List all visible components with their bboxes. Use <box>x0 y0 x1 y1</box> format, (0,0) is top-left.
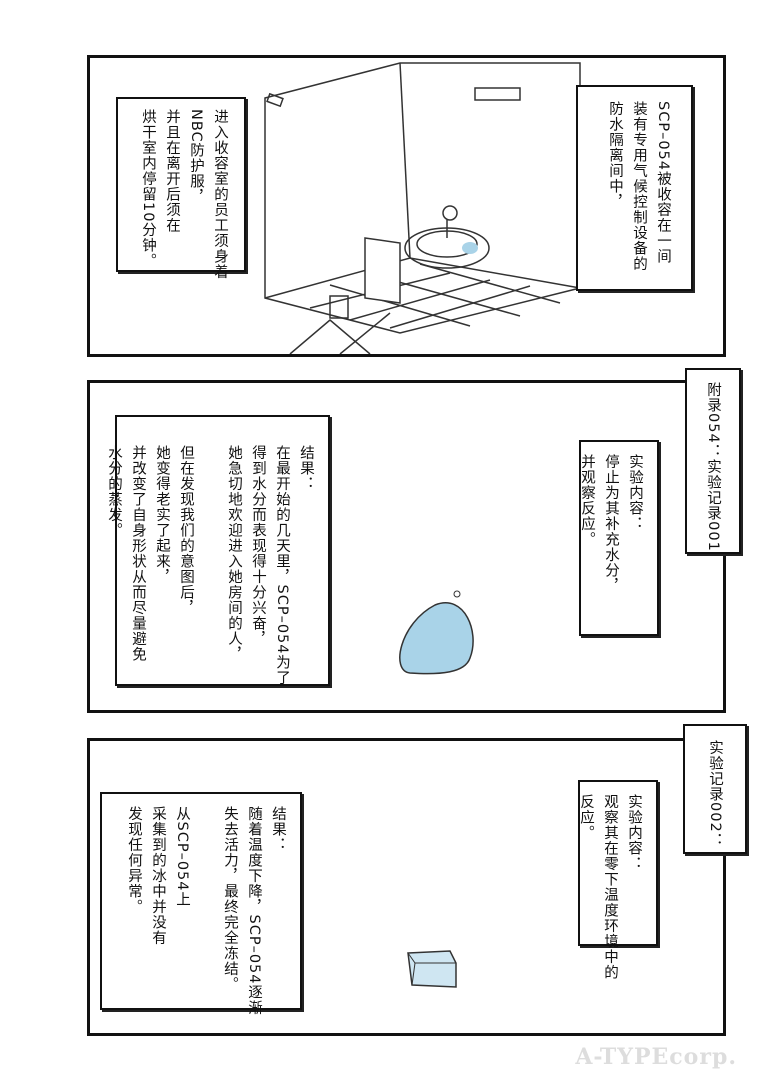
caption-containment-text: SCP–054被收容在一间 装有专用气候控制设备的 防水隔离间中， <box>607 101 671 272</box>
scp054-blob-illustration <box>399 590 474 675</box>
caption-nbc-text: 进入收容室的员工须身着 NBC防护服， 并且在离开后须在 烘干室内停留10分钟。 <box>140 109 228 280</box>
watermark-logo: A-TYPEcorp. <box>575 1044 737 1070</box>
appendix-title-text: 附录054：实验记录001 <box>705 382 721 552</box>
caption-containment: SCP–054被收容在一间 装有专用气候控制设备的 防水隔离间中， <box>576 85 693 291</box>
caption-nbc-protocol: 进入收容室的员工须身着 NBC防护服， 并且在离开后须在 烘干室内停留10分钟。 <box>116 97 246 280</box>
result-001: 结果： 在最开始的几天里，SCP–054为了 得到水分而表现得十分兴奋， 她急切… <box>106 415 330 686</box>
result-002: 结果： 随着温度下降，SCP–054逐渐 失去活力，最终完全冻结。 从SCP–0… <box>100 792 302 1016</box>
result-002-text: 结果： 随着温度下降，SCP–054逐渐 失去活力，最终完全冻结。 从SCP–0… <box>126 806 286 1016</box>
experiment-title-002: 实验记录002： <box>683 724 747 854</box>
frozen-ice-cube-illustration <box>407 950 457 988</box>
containment-room-illustration <box>264 62 581 354</box>
experiment-content-001-text: 实验内容： 停止为其补充水分， 并观察反应。 <box>579 454 643 594</box>
appendix-title-001: 附录054：实验记录001 <box>685 368 741 554</box>
experiment-title-002-text: 实验记录002： <box>707 740 723 849</box>
experiment-content-002-text: 实验内容： 观察其在零下温度环境中的 反应。 <box>578 794 642 980</box>
experiment-content-001: 实验内容： 停止为其补充水分， 并观察反应。 <box>579 440 659 636</box>
experiment-content-002: 实验内容： 观察其在零下温度环境中的 反应。 <box>578 780 658 980</box>
result-001-text: 结果： 在最开始的几天里，SCP–054为了 得到水分而表现得十分兴奋， 她急切… <box>106 445 314 686</box>
